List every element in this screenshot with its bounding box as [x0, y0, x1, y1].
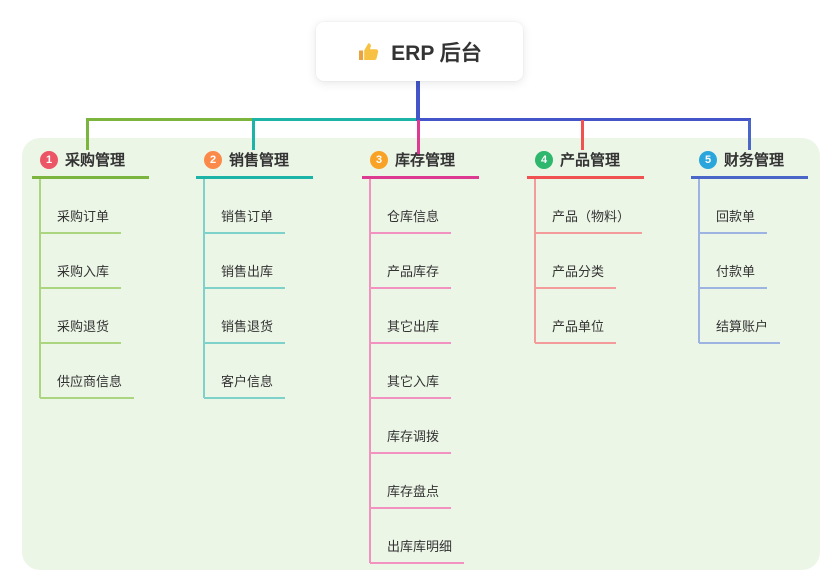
- branch-label: 库存管理: [395, 152, 456, 169]
- branch-number-badge: 1: [40, 150, 58, 169]
- topic-label: 其它出库: [370, 316, 452, 344]
- branch-column: 3 库存管理仓库信息产品库存其它出库其它入库库存调拨库存盘点出库库明细: [362, 146, 479, 564]
- branch-column: 5 财务管理回款单付款单结算账户: [691, 146, 808, 344]
- topic-label: 其它入库: [370, 371, 452, 399]
- root-node[interactable]: ERP 后台: [316, 22, 523, 81]
- branch-label: 产品管理: [560, 152, 621, 169]
- topic-item[interactable]: 仓库信息: [370, 179, 479, 234]
- topic-item[interactable]: 产品库存: [370, 234, 479, 289]
- topic-label: 客户信息: [204, 371, 286, 399]
- rail-segment-green: [86, 118, 255, 121]
- topic-label: 付款单: [699, 261, 768, 289]
- branch-number-badge: 2: [204, 150, 222, 169]
- topic-item[interactable]: 采购入库: [40, 234, 149, 289]
- topic-item[interactable]: 产品单位: [535, 289, 644, 344]
- topic-label: 产品单位: [535, 316, 617, 344]
- topic-item[interactable]: 库存盘点: [370, 454, 479, 509]
- root-connector-line: [416, 81, 420, 121]
- branch-number-badge: 5: [699, 150, 717, 169]
- topic-item[interactable]: 供应商信息: [40, 344, 149, 399]
- topic-item[interactable]: 结算账户: [699, 289, 808, 344]
- rail-segment-blue: [416, 118, 751, 121]
- rail-segment-teal: [252, 118, 420, 121]
- root-title: ERP 后台: [391, 41, 482, 65]
- topic-item[interactable]: 库存调拨: [370, 399, 479, 454]
- branch-drop-line: [417, 120, 420, 156]
- branch-drop-line: [581, 120, 584, 150]
- branch-node[interactable]: 4 产品管理: [527, 146, 644, 179]
- topic-label: 产品库存: [370, 261, 452, 289]
- topic-label: 销售退货: [204, 316, 286, 344]
- branch-items: 产品（物料） 产品分类产品单位: [527, 179, 644, 344]
- topic-item[interactable]: 付款单: [699, 234, 808, 289]
- branch-connector-line: [369, 179, 371, 563]
- branch-drop-line: [252, 120, 255, 150]
- topic-item[interactable]: 出库库明细: [370, 509, 479, 564]
- topic-label: 采购订单: [40, 206, 122, 234]
- topic-label: 仓库信息: [370, 206, 452, 234]
- branch-label: 财务管理: [724, 152, 785, 169]
- branch-node[interactable]: 5 财务管理: [691, 146, 808, 179]
- topic-item[interactable]: 销售出库: [204, 234, 313, 289]
- topic-label: 结算账户: [699, 316, 781, 344]
- topic-label: 库存调拨: [370, 426, 452, 454]
- topic-label: 供应商信息: [40, 371, 135, 399]
- branch-node[interactable]: 1 采购管理: [32, 146, 149, 179]
- topic-item[interactable]: 销售订单: [204, 179, 313, 234]
- branch-connector-line: [698, 179, 700, 343]
- topic-item[interactable]: 采购订单: [40, 179, 149, 234]
- topic-item[interactable]: 销售退货: [204, 289, 313, 344]
- topic-item[interactable]: 客户信息: [204, 344, 313, 399]
- branch-items: 采购订单采购入库采购退货供应商信息: [32, 179, 149, 399]
- branch-items: 销售订单销售出库销售退货客户信息: [196, 179, 313, 399]
- topic-label: 采购入库: [40, 261, 122, 289]
- branch-connector-line: [203, 179, 205, 398]
- branch-column: 1 采购管理采购订单采购入库采购退货供应商信息: [32, 146, 149, 399]
- branch-node[interactable]: 3 库存管理: [362, 146, 479, 179]
- topic-label: 采购退货: [40, 316, 122, 344]
- topic-item[interactable]: 其它入库: [370, 344, 479, 399]
- branch-label: 采购管理: [65, 152, 126, 169]
- topic-item[interactable]: 产品（物料）: [535, 179, 644, 234]
- topic-item[interactable]: 产品分类: [535, 234, 644, 289]
- branch-drop-line: [86, 120, 89, 150]
- branch-items: 仓库信息产品库存其它出库其它入库库存调拨库存盘点出库库明细: [362, 179, 479, 564]
- branch-connector-line: [39, 179, 41, 398]
- branches-panel: [22, 138, 820, 570]
- topic-label: 库存盘点: [370, 481, 452, 509]
- branch-label: 销售管理: [229, 152, 290, 169]
- topic-label: 产品（物料）: [535, 206, 643, 234]
- branch-node[interactable]: 2 销售管理: [196, 146, 313, 179]
- topic-item[interactable]: 采购退货: [40, 289, 149, 344]
- thumbs-up-icon: [357, 40, 381, 64]
- branch-column: 2 销售管理销售订单销售出库销售退货客户信息: [196, 146, 313, 399]
- topic-label: 销售出库: [204, 261, 286, 289]
- branch-number-badge: 4: [535, 150, 553, 169]
- topic-label: 产品分类: [535, 261, 617, 289]
- branch-items: 回款单付款单结算账户: [691, 179, 808, 344]
- topic-label: 回款单: [699, 206, 768, 234]
- branch-connector-line: [534, 179, 536, 343]
- topic-item[interactable]: 其它出库: [370, 289, 479, 344]
- branch-column: 4 产品管理产品（物料） 产品分类产品单位: [527, 146, 644, 344]
- topic-item[interactable]: 回款单: [699, 179, 808, 234]
- topic-label: 出库库明细: [370, 536, 465, 564]
- topic-label: 销售订单: [204, 206, 286, 234]
- branch-drop-line: [748, 120, 751, 150]
- branch-number-badge: 3: [370, 150, 388, 169]
